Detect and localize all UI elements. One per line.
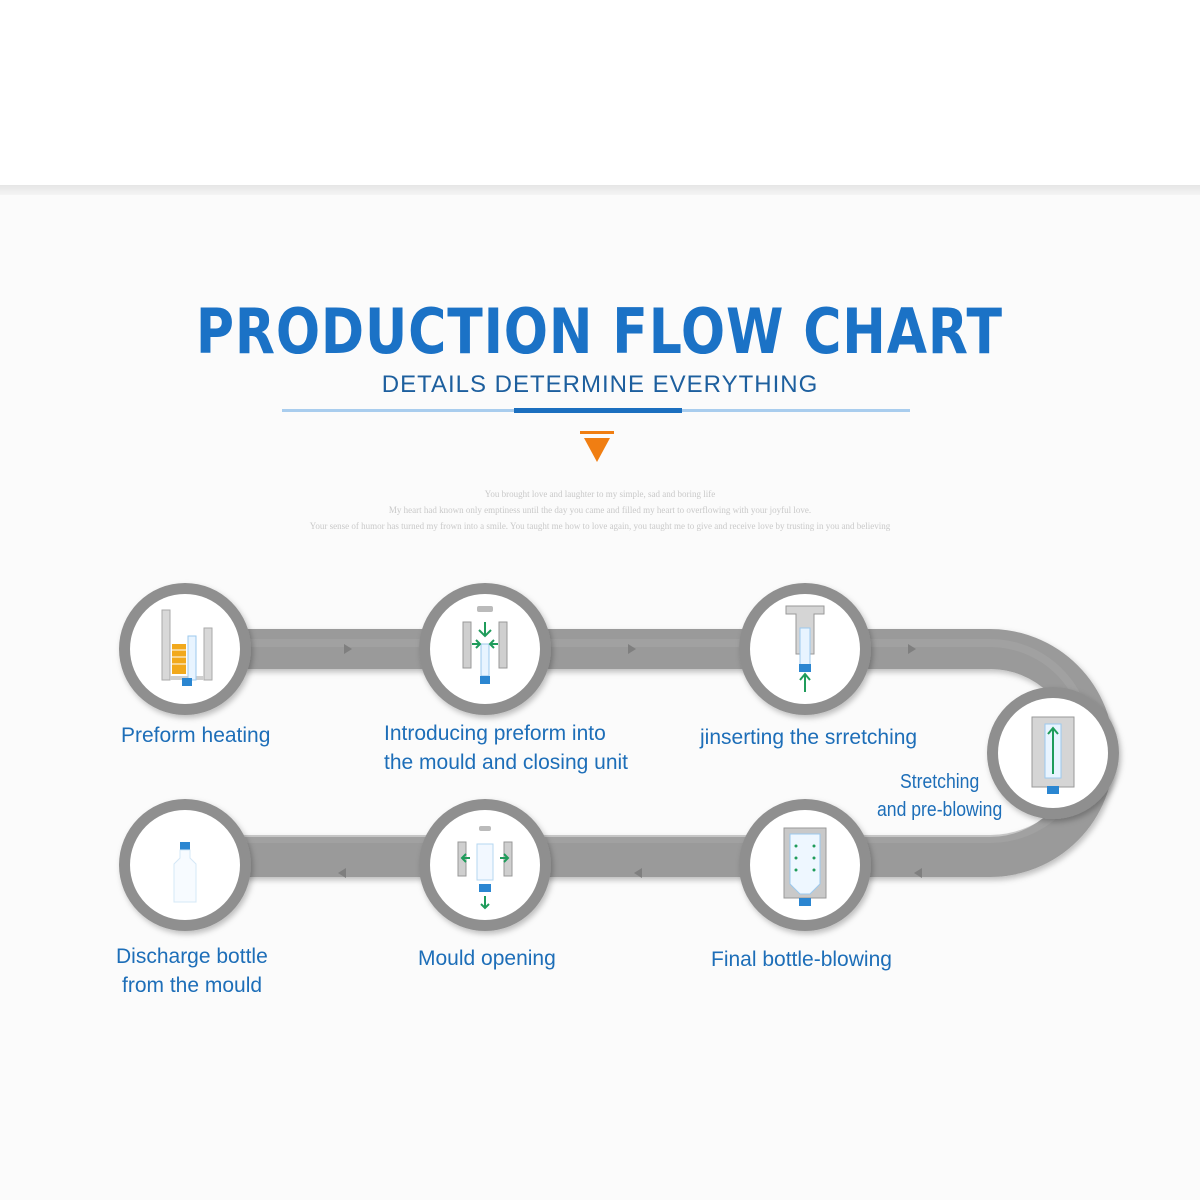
arrow-right-2 [628,644,636,654]
arrow-right-3 [908,644,916,654]
caption-line-2: My heart had known only emptiness until … [388,505,812,515]
bottle-icon [173,842,197,903]
node-inserting-stretching [739,583,871,715]
page-subtitle: DETAILS DETERMINE EVERYTHING [381,371,819,398]
caption-line-1: You brought love and laughter to my simp… [484,489,716,499]
step-label-final-blowing: Final bottle-blowing [711,948,892,971]
pre-blow-icon [1031,716,1075,794]
node-introducing-preform [419,583,551,715]
down-arrow-icon [584,438,610,462]
title-underline-accent [514,408,682,413]
node-preform-heating [119,583,251,715]
page-title: PRODUCTION FLOW CHART [195,295,1003,368]
arrow-left-1 [914,868,922,878]
node-discharge-bottle [119,799,251,931]
mould-opening-icon [457,826,513,910]
mould-closing-icon [462,606,508,684]
step-label-introducing-preform: Introducing preform into the mould and c… [384,722,628,774]
final-blow-icon [783,827,827,906]
arrow-left-3 [338,868,346,878]
node-final-blowing [739,799,871,931]
arrow-left-2 [634,868,642,878]
node-mould-opening [419,799,551,931]
node-stretching-preblowing [987,687,1119,819]
down-arrow-bar [580,431,614,434]
step-label-inserting-stretching: jinserting the srretching [700,726,918,749]
stretch-rod-icon [785,605,825,692]
step-label-discharge-bottle: Discharge bottle from the mould [116,945,268,997]
step-label-stretching-preblowing-2: and pre-blowing [877,799,1003,821]
heater-icon [161,609,213,686]
step-label-mould-opening: Mould opening [418,947,556,970]
arrow-right-1 [344,644,352,654]
caption-line-3: Your sense of humor has turned my frown … [309,521,891,531]
step-label-preform-heating: Preform heating [121,724,271,747]
step-label-stretching-preblowing: Stretching [900,771,980,793]
direction-arrows [338,644,922,878]
